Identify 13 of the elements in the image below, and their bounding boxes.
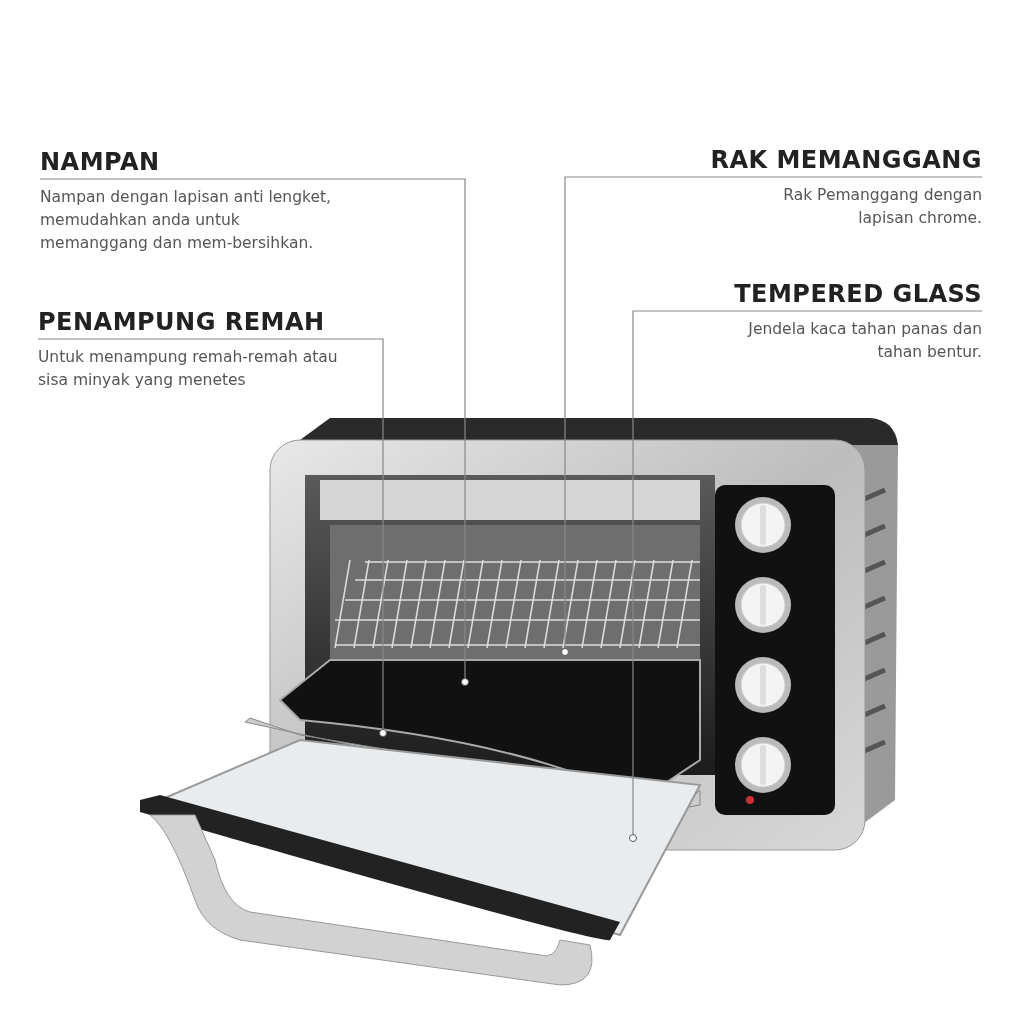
callout-heading: TEMPERED GLASS [734, 280, 982, 308]
callout-heading: RAK MEMANGGANG [710, 146, 982, 174]
callout-heading: NAMPAN [40, 148, 161, 176]
callout-description: Untuk menampung remah-remah atau sisa minyak yang menetes [38, 347, 338, 391]
toaster-oven-drawing [140, 418, 898, 986]
leader-line [629, 310, 983, 842]
callout-heading: PENAMPUNG REMAH [38, 308, 326, 336]
callout-description: Rak Pemanggang dengan lapisan chrome. [782, 185, 982, 229]
leader-line [37, 338, 387, 737]
callout-description: Nampan dengan lapisan anti lengket, memudahkan anda untuk memanggang dan mem-bersihkan. [40, 187, 332, 254]
leader-line [39, 178, 469, 686]
leader-line [561, 176, 983, 656]
callout-description: Jendela kaca tahan panas dan tahan bentur. [746, 319, 982, 363]
